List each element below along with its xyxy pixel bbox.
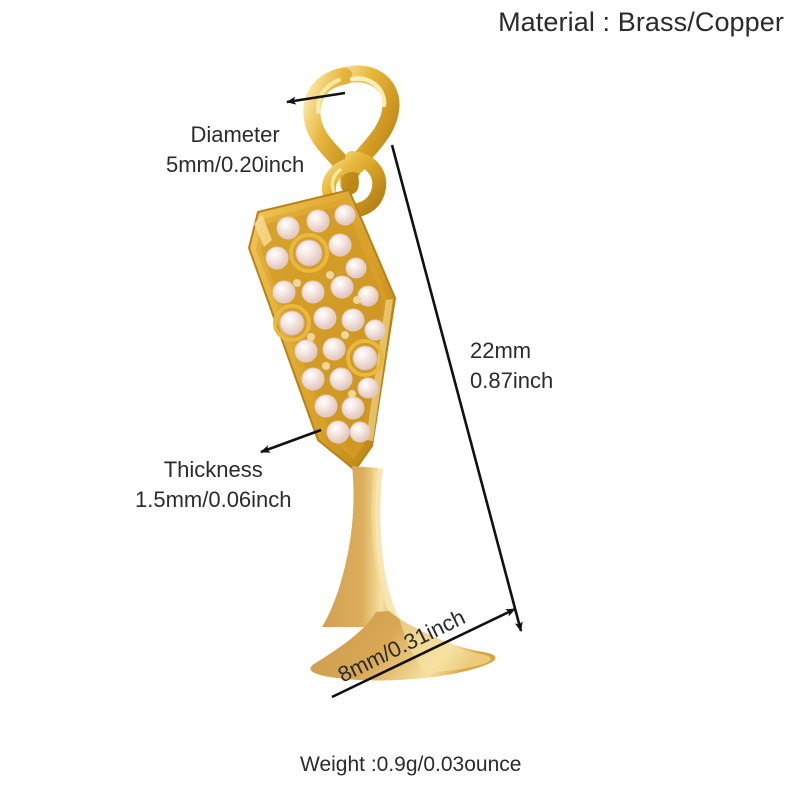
material-label: Material : Brass/Copper — [498, 4, 784, 40]
diameter-label: Diameter 5mm/0.20inch — [166, 120, 304, 179]
height-value-inch: 0.87inch — [470, 367, 554, 393]
weight-value: Weight :0.9g/0.03ounce — [300, 753, 522, 776]
stem — [322, 466, 404, 628]
thickness-value: 1.5mm/0.06inch — [135, 486, 292, 512]
thickness-title: Thickness — [163, 457, 263, 482]
thickness-leader-line — [260, 428, 322, 454]
weight-label: Weight :0.9g/0.03ounce — [300, 751, 521, 779]
pave-bowl — [247, 188, 397, 472]
diameter-title: Diameter — [190, 122, 280, 147]
thickness-label: Thickness 1.5mm/0.06inch — [135, 455, 292, 514]
diameter-leader-line — [286, 91, 346, 105]
height-value-mm: 22mm — [470, 338, 532, 363]
pave-stones — [265, 204, 386, 444]
height-label: 22mm 0.87inch — [470, 336, 553, 395]
width-dimension-line — [331, 607, 516, 699]
material-text: Material : Brass/Copper — [498, 7, 784, 37]
height-dimension-line — [390, 144, 523, 632]
foot — [310, 611, 496, 681]
diameter-value: 5mm/0.20inch — [166, 151, 305, 177]
